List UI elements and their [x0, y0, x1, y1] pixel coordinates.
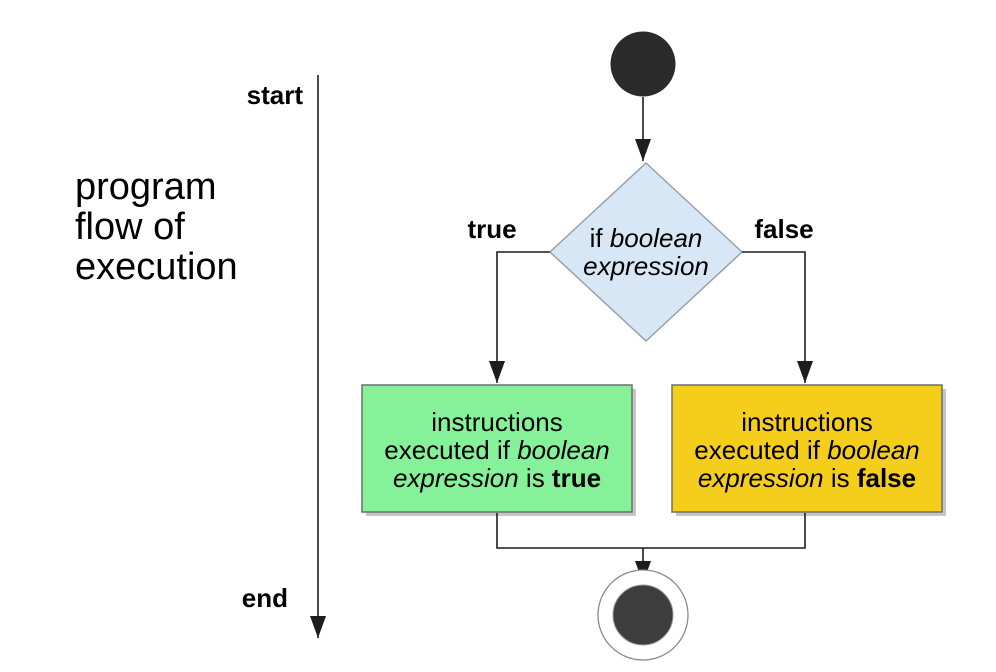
end-node	[612, 584, 674, 646]
end-label: end	[242, 583, 288, 613]
true-branch-arrow	[489, 251, 550, 383]
start-node	[610, 31, 676, 97]
false-branch-label: false	[754, 214, 813, 244]
start-label: start	[247, 80, 304, 110]
false-branch-arrow	[742, 251, 813, 383]
decision-diamond	[548, 161, 744, 343]
false-instructions-box	[671, 384, 943, 513]
true-branch-label: true	[467, 214, 516, 244]
true-instructions-box	[361, 384, 633, 513]
merge-connector	[496, 513, 806, 549]
